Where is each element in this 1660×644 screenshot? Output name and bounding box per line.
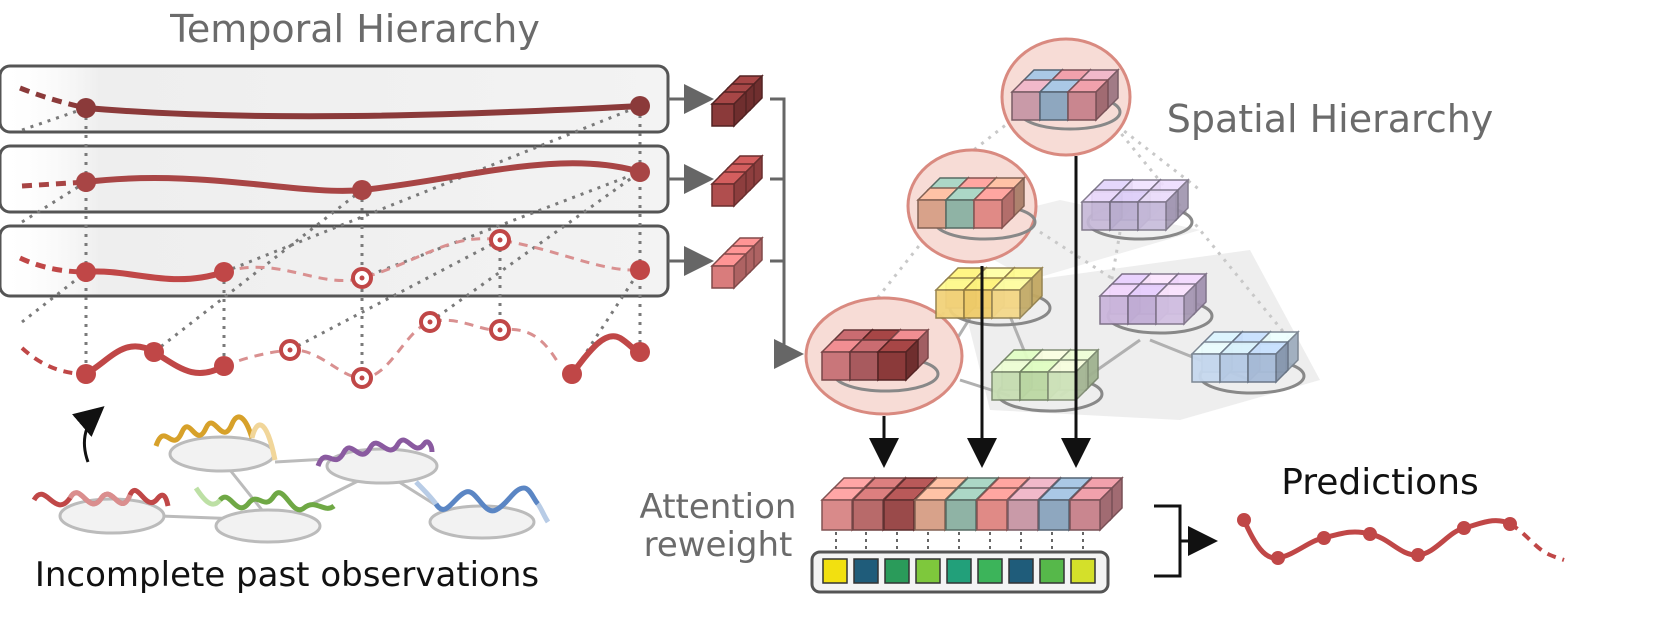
selection-arrows	[869, 156, 1091, 468]
graph-node-yellow	[168, 435, 276, 473]
raw-observation-series	[20, 311, 650, 389]
observation-graph	[31, 414, 551, 544]
attention-cube-row	[820, 476, 1124, 532]
merge-bracket	[1154, 504, 1218, 578]
graph-node-green	[214, 508, 322, 544]
spatial-group-mid-left	[916, 176, 1026, 230]
weight-cell	[1039, 558, 1065, 584]
spatial-group-blue-cube	[1246, 340, 1290, 384]
wave-blue	[414, 480, 438, 506]
wave-green	[193, 486, 222, 507]
temporal-cube-3	[710, 236, 764, 290]
temporal-row-box-1	[0, 64, 670, 134]
weight-cell	[1008, 558, 1034, 584]
temporal-series-1	[19, 85, 650, 120]
spatial-group-yellow	[934, 266, 1044, 320]
temporal-series-3	[18, 229, 650, 289]
wave-purple	[315, 437, 435, 468]
spatial-group-top-cube	[1066, 78, 1110, 122]
weight-cell	[915, 558, 941, 584]
spatial-group-green-cube	[1046, 358, 1090, 402]
spatial-title: Spatial Hierarchy	[1167, 97, 1494, 141]
spatial-group-purple-cube	[1154, 282, 1198, 326]
observations-caption: Incomplete past observations	[35, 555, 539, 595]
predictions-title: Predictions	[1281, 462, 1479, 503]
temporal-cube-1	[710, 74, 764, 128]
spatial-group-green	[990, 348, 1100, 402]
prediction-series	[1237, 513, 1565, 565]
spatial-group-mid-right	[1080, 178, 1190, 232]
attention-weights	[810, 532, 1110, 594]
spatial-group-mid-left-cube	[972, 186, 1016, 230]
wave-yellow	[153, 414, 255, 447]
temporal-cube-dark	[710, 90, 748, 128]
weight-cell	[884, 558, 910, 584]
temporal-row-box-3	[0, 224, 670, 298]
graph-node-purple	[325, 447, 439, 485]
weight-cell	[946, 558, 972, 584]
spatial-group-top	[1010, 68, 1120, 122]
spatial-group-mid-right-cube	[1136, 188, 1180, 232]
spatial-group-blue	[1190, 330, 1300, 384]
spatial-group-red-cube	[876, 338, 920, 382]
weight-cell	[853, 558, 879, 584]
spatial-cube-groups	[820, 68, 1300, 402]
temporal-cube-mid	[710, 170, 748, 208]
spatial-group-purple	[1098, 272, 1208, 326]
weight-cell	[822, 558, 848, 584]
spatial-group-red	[820, 328, 930, 382]
temporal-title: Temporal Hierarchy	[169, 7, 540, 51]
spatial-group-yellow-cube	[990, 276, 1034, 320]
temporal-cube-light	[710, 252, 748, 290]
weight-cell	[977, 558, 1003, 584]
weight-cell	[1070, 558, 1096, 584]
curved-up-arrow-icon	[72, 406, 105, 463]
temporal-cube-2	[710, 154, 764, 208]
attention-label-line1: Attention	[640, 487, 797, 527]
temporal-series-2	[21, 160, 650, 200]
temporal-embeddings	[668, 74, 804, 369]
attention-label-line2: reweight	[644, 525, 793, 565]
attention-cube	[1068, 486, 1114, 532]
